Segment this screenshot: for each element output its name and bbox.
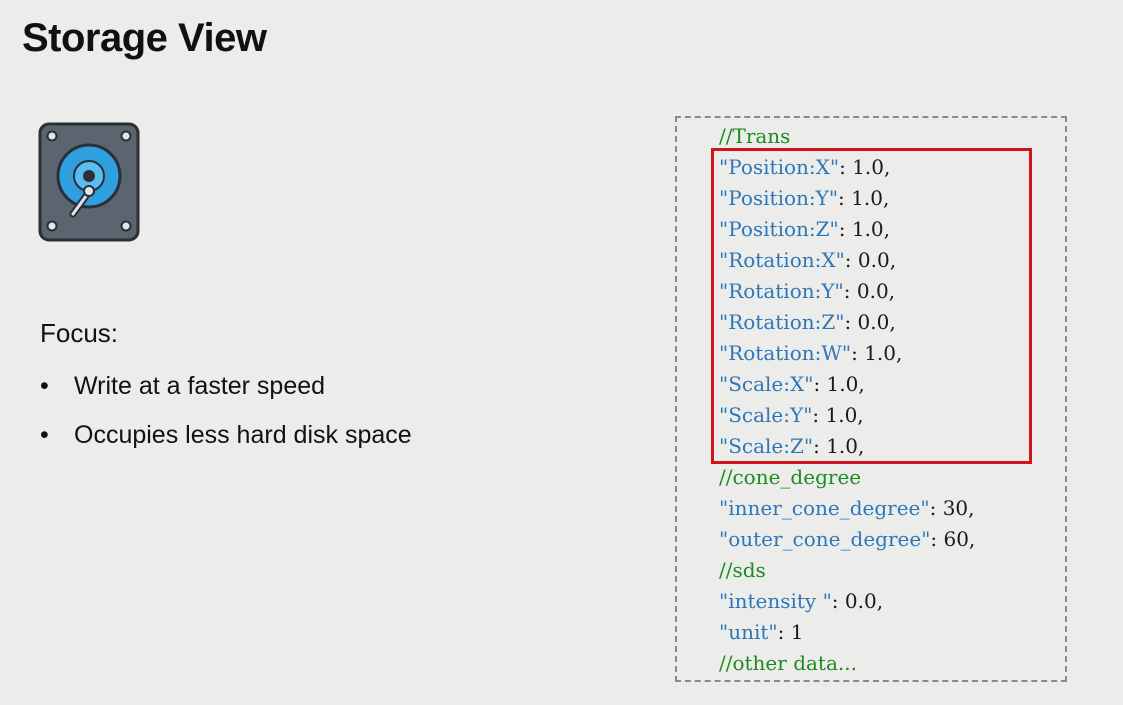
code-value: : 30, (929, 496, 975, 520)
bullet-dot: • (40, 372, 49, 400)
code-value: : 1.0, (812, 403, 864, 427)
focus-bullet-text: Write at a faster speed (74, 372, 326, 400)
code-comment: //cone_degree (719, 465, 862, 489)
page-title: Storage View (22, 16, 267, 60)
code-comment-line: //sds (719, 555, 975, 586)
bullet-dot: • (40, 421, 49, 449)
code-line: "Scale:Y": 1.0, (719, 400, 975, 431)
code-key: "Scale:Z" (719, 434, 814, 458)
code-listing: //Trans "Position:X": 1.0, "Position:Y":… (719, 121, 975, 679)
code-value: : 1.0, (838, 186, 890, 210)
code-comment: //sds (719, 558, 766, 582)
code-line: "Scale:X": 1.0, (719, 369, 975, 400)
code-key: "unit" (719, 620, 778, 644)
code-value: : 0.0, (844, 248, 897, 272)
code-line: "Rotation:W": 1.0, (719, 338, 975, 369)
code-key: "Position:X" (719, 155, 840, 179)
code-value: : 1.0, (839, 155, 891, 179)
transform-highlight-box (711, 148, 1032, 464)
code-key: "intensity " (719, 589, 832, 613)
hard-disk-drive-icon (38, 122, 140, 242)
code-key: "Rotation:X" (719, 248, 845, 272)
code-comment-line: //cone_degree (719, 462, 975, 493)
code-value: : 60, (930, 527, 976, 551)
focus-bullet-item: • Occupies less hard disk space (40, 415, 412, 464)
code-key: "outer_cone_degree" (719, 527, 931, 551)
code-comment-line: //other data... (719, 648, 975, 679)
code-value: : 1.0, (838, 217, 891, 241)
code-value: : 0.0, (844, 310, 896, 334)
code-line: "inner_cone_degree": 30, (719, 493, 975, 524)
code-value: : 1.0, (813, 372, 865, 396)
code-panel (675, 116, 1067, 682)
code-key: "Scale:X" (719, 372, 814, 396)
focus-bullet-text: Occupies less hard disk space (74, 421, 412, 449)
code-key: "inner_cone_degree" (719, 496, 930, 520)
code-line: "outer_cone_degree": 60, (719, 524, 975, 555)
code-line: "Position:X": 1.0, (719, 152, 975, 183)
code-comment: //Trans (719, 124, 791, 148)
focus-bullet-item: • Write at a faster speed (40, 366, 412, 415)
code-line: "Position:Z": 1.0, (719, 214, 975, 245)
code-comment-line: //Trans (719, 121, 975, 152)
code-value: : 1.0, (813, 434, 865, 458)
focus-heading: Focus: (40, 318, 119, 348)
code-key: "Rotation:W" (719, 341, 852, 365)
code-key: "Position:Y" (719, 186, 839, 210)
code-key: "Scale:Y" (719, 403, 813, 427)
code-comment: //other data... (719, 651, 857, 675)
code-value: : 1 (777, 620, 804, 644)
code-line: "Rotation:Y": 0.0, (719, 276, 975, 307)
code-line: "unit": 1 (719, 617, 975, 648)
code-key: "Position:Z" (719, 217, 839, 241)
code-value: : 0.0, (843, 279, 896, 303)
code-value: : 0.0, (831, 589, 884, 613)
code-line: "Position:Y": 1.0, (719, 183, 975, 214)
code-line: "Rotation:X": 0.0, (719, 245, 975, 276)
code-key: "Rotation:Z" (719, 310, 845, 334)
focus-bullet-list: • Write at a faster speed • Occupies les… (40, 366, 412, 464)
code-line: "Rotation:Z": 0.0, (719, 307, 975, 338)
code-value: : 1.0, (851, 341, 903, 365)
code-line: "intensity ": 0.0, (719, 586, 975, 617)
code-key: "Rotation:Y" (719, 279, 844, 303)
code-line: "Scale:Z": 1.0, (719, 431, 975, 462)
